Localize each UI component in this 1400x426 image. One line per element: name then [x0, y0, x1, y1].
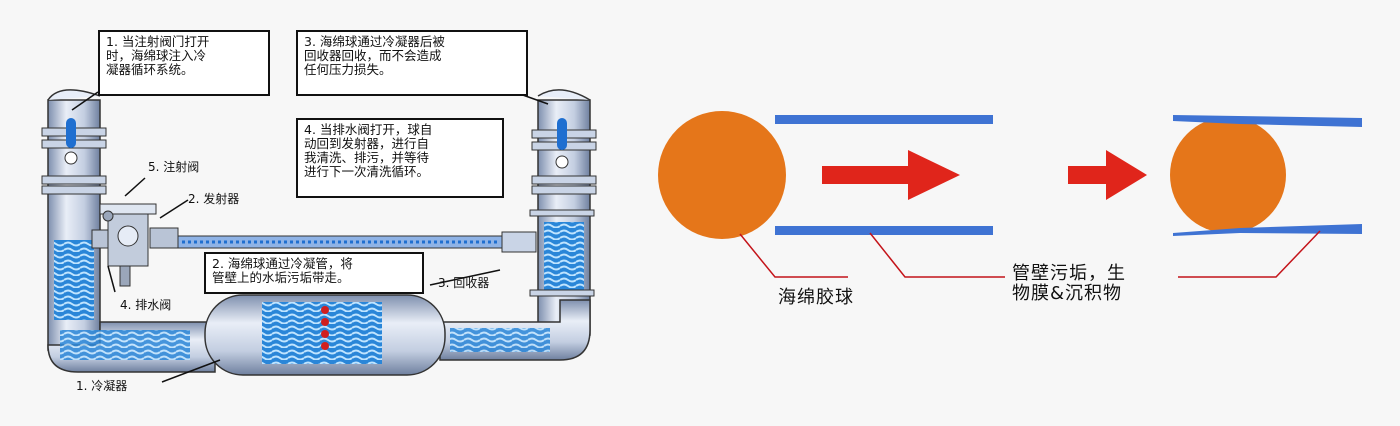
- system-drawing: [41, 89, 597, 383]
- pipe-wall-top-right: [1173, 115, 1362, 127]
- pipe-wall-bottom-left: [775, 226, 993, 235]
- left-pipe: [41, 89, 107, 351]
- label-deposits: 管壁污垢，生 物膜&沉积物: [1012, 263, 1126, 304]
- launcher-valves: [91, 203, 179, 287]
- label-launcher: 2. 发射器: [188, 192, 240, 206]
- ball-drawing: [658, 111, 1362, 278]
- condenser-tube: [177, 231, 537, 253]
- note-injection: 1. 当注射阀门打开 时，海绵球注入冷 凝器循环系统。: [98, 30, 270, 96]
- pipe-wall-top-left: [775, 115, 993, 124]
- note-drain: 4. 当排水阀打开，球自 动回到发射器，进行自 我清洗、排污，并等待 进行下一次…: [296, 118, 504, 198]
- right-pipe: [529, 89, 597, 336]
- cleaning-system-diagram: 1. 当注射阀门打开 时，海绵球注入冷 凝器循环系统。 3. 海绵球通过冷凝器后…: [0, 0, 610, 426]
- sponge-ball-in-pipe: [1170, 117, 1286, 233]
- arrow-right-icon: [822, 150, 960, 200]
- leader-deposit-right: [1178, 230, 1321, 278]
- label-collector: 3. 回收器: [438, 276, 490, 290]
- note-tube: 2. 海绵球通过冷凝管，将 管壁上的水垢污垢带走。: [204, 252, 424, 294]
- sponge-ball: [658, 111, 786, 239]
- condenser: [204, 294, 446, 376]
- label-condenser: 1. 冷凝器: [76, 379, 128, 393]
- bottom-pipes: [47, 299, 591, 373]
- pipe-wall-bottom-right: [1173, 224, 1362, 236]
- leader-ball: [739, 233, 848, 278]
- label-drain-valve: 4. 排水阀: [120, 298, 172, 312]
- ball-cleaning-diagram: 海绵胶球 管壁污垢，生 物膜&沉积物: [620, 0, 1400, 426]
- leader-deposit-left: [869, 232, 1005, 278]
- label-sponge-ball: 海绵胶球: [778, 287, 854, 308]
- arrow-right-icon: [1068, 150, 1147, 200]
- label-injection-valve: 5. 注射阀: [148, 160, 200, 174]
- note-collector: 3. 海绵球通过冷凝器后被 回收器回收，而不会造成 任何压力损失。: [296, 30, 528, 96]
